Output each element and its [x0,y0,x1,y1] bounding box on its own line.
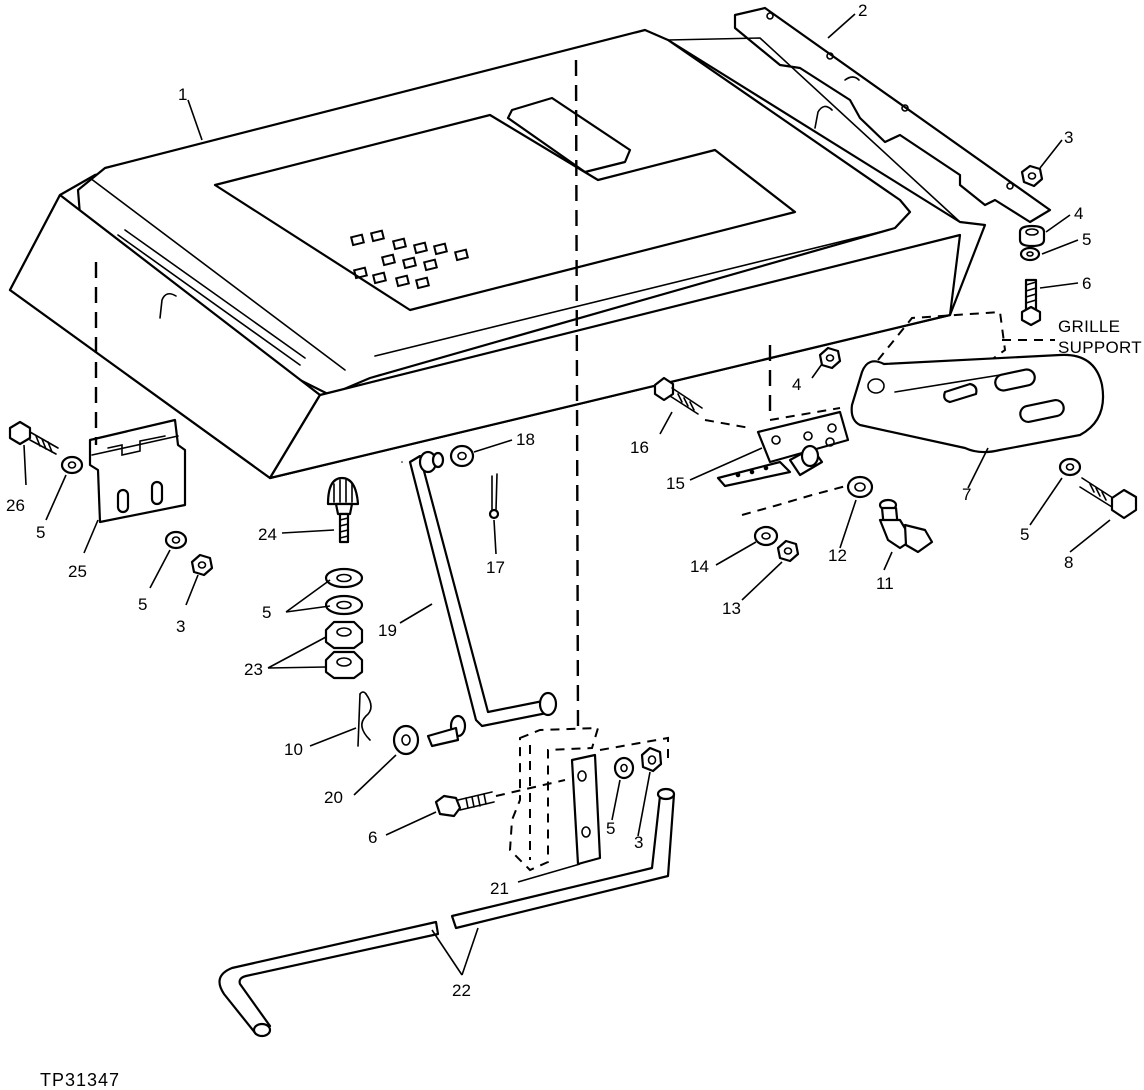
part-bolt-8 [1079,477,1138,520]
part-nut-3-bracket [640,746,663,773]
part-washer-20 [392,724,420,756]
part-bolt-26 [8,420,59,455]
part-nuts-23-stack [324,620,364,680]
grille-support-label-line2: SUPPORT [1058,338,1142,357]
callout-23: 23 [244,660,263,679]
callout-24: 24 [258,525,277,544]
callout-26: 26 [6,496,25,515]
callout-6: 6 [368,828,377,847]
figure-reference-code: TP31347 [40,1070,120,1090]
assembly-centerlines [94,59,772,731]
latch-dashed-guide [741,485,847,516]
part-grille-support-outline [877,310,1055,369]
part-lock-washer-4 [1018,224,1046,248]
callout-8: 8 [1064,553,1073,572]
callout-18: 18 [516,430,535,449]
part-washer-12 [846,475,874,499]
callout-5: 5 [1020,525,1029,544]
callout-22: 22 [452,981,471,1000]
callout-5: 5 [1082,230,1091,249]
callout-5: 5 [138,595,147,614]
part-washer-5-lower-left [164,530,188,550]
part-washer-5-left [60,455,84,475]
callout-17: 17 [486,558,505,577]
callout-5: 5 [262,603,271,622]
callout-25: 25 [68,562,87,581]
part-latch-plate-15 [704,407,850,488]
part-bolt-16 [653,376,703,415]
part-cotter-pin-17 [488,473,500,520]
callout-6: 6 [1082,274,1091,293]
part-support-rod-19 [401,450,558,748]
part-nut-13 [776,539,800,563]
part-bolt-6-bracket [434,779,566,818]
part-washer-5-bracket [613,756,635,780]
callout-13: 13 [722,599,741,618]
callout-16: 16 [630,438,649,457]
part-nut-3-left [190,553,214,577]
callout-7: 7 [962,485,971,504]
callout-19: 19 [378,621,397,640]
part-washer-18 [449,444,475,468]
callout-4: 4 [1074,204,1083,223]
part-prop-rod-22 [218,787,676,1038]
callout-12: 12 [828,546,847,565]
part-slotted-bracket-7 [850,353,1105,454]
callout-14: 14 [690,557,709,576]
part-bolt-6-right [1020,278,1042,327]
part-knob-bumper-24 [326,476,360,544]
callout-labels: 1 2 3 4 5 6 GRILLE SUPPORT 26 5 25 5 3 1… [6,1,1142,1000]
callout-4: 4 [792,375,801,394]
grille-support-label-line1: GRILLE [1058,317,1120,336]
part-washer-5-right [1019,246,1041,262]
part-lower-bracket-21 [508,726,669,872]
part-washers-5-stack [324,567,364,616]
part-nut-3-right [1020,164,1044,188]
leader-lines [23,13,1111,976]
callout-21: 21 [490,879,509,898]
callout-15: 15 [666,474,685,493]
part-washer-5-lower-right [1058,457,1082,477]
callout-11: 11 [876,574,894,593]
callout-3: 3 [634,833,643,852]
part-bolt-11 [878,498,934,554]
callout-5: 5 [606,819,615,838]
part-hood [8,28,987,480]
callout-3: 3 [176,617,185,636]
part-washer-14 [753,525,779,547]
callout-5: 5 [36,523,45,542]
callout-10: 10 [284,740,303,759]
callout-20: 20 [324,788,343,807]
part-hair-pin-10 [357,691,372,747]
callout-3: 3 [1064,128,1073,147]
callout-1: 1 [178,85,187,104]
part-left-hinge-bracket [88,418,187,524]
part-nut-4-mid [818,346,842,370]
callout-2: 2 [858,1,867,20]
